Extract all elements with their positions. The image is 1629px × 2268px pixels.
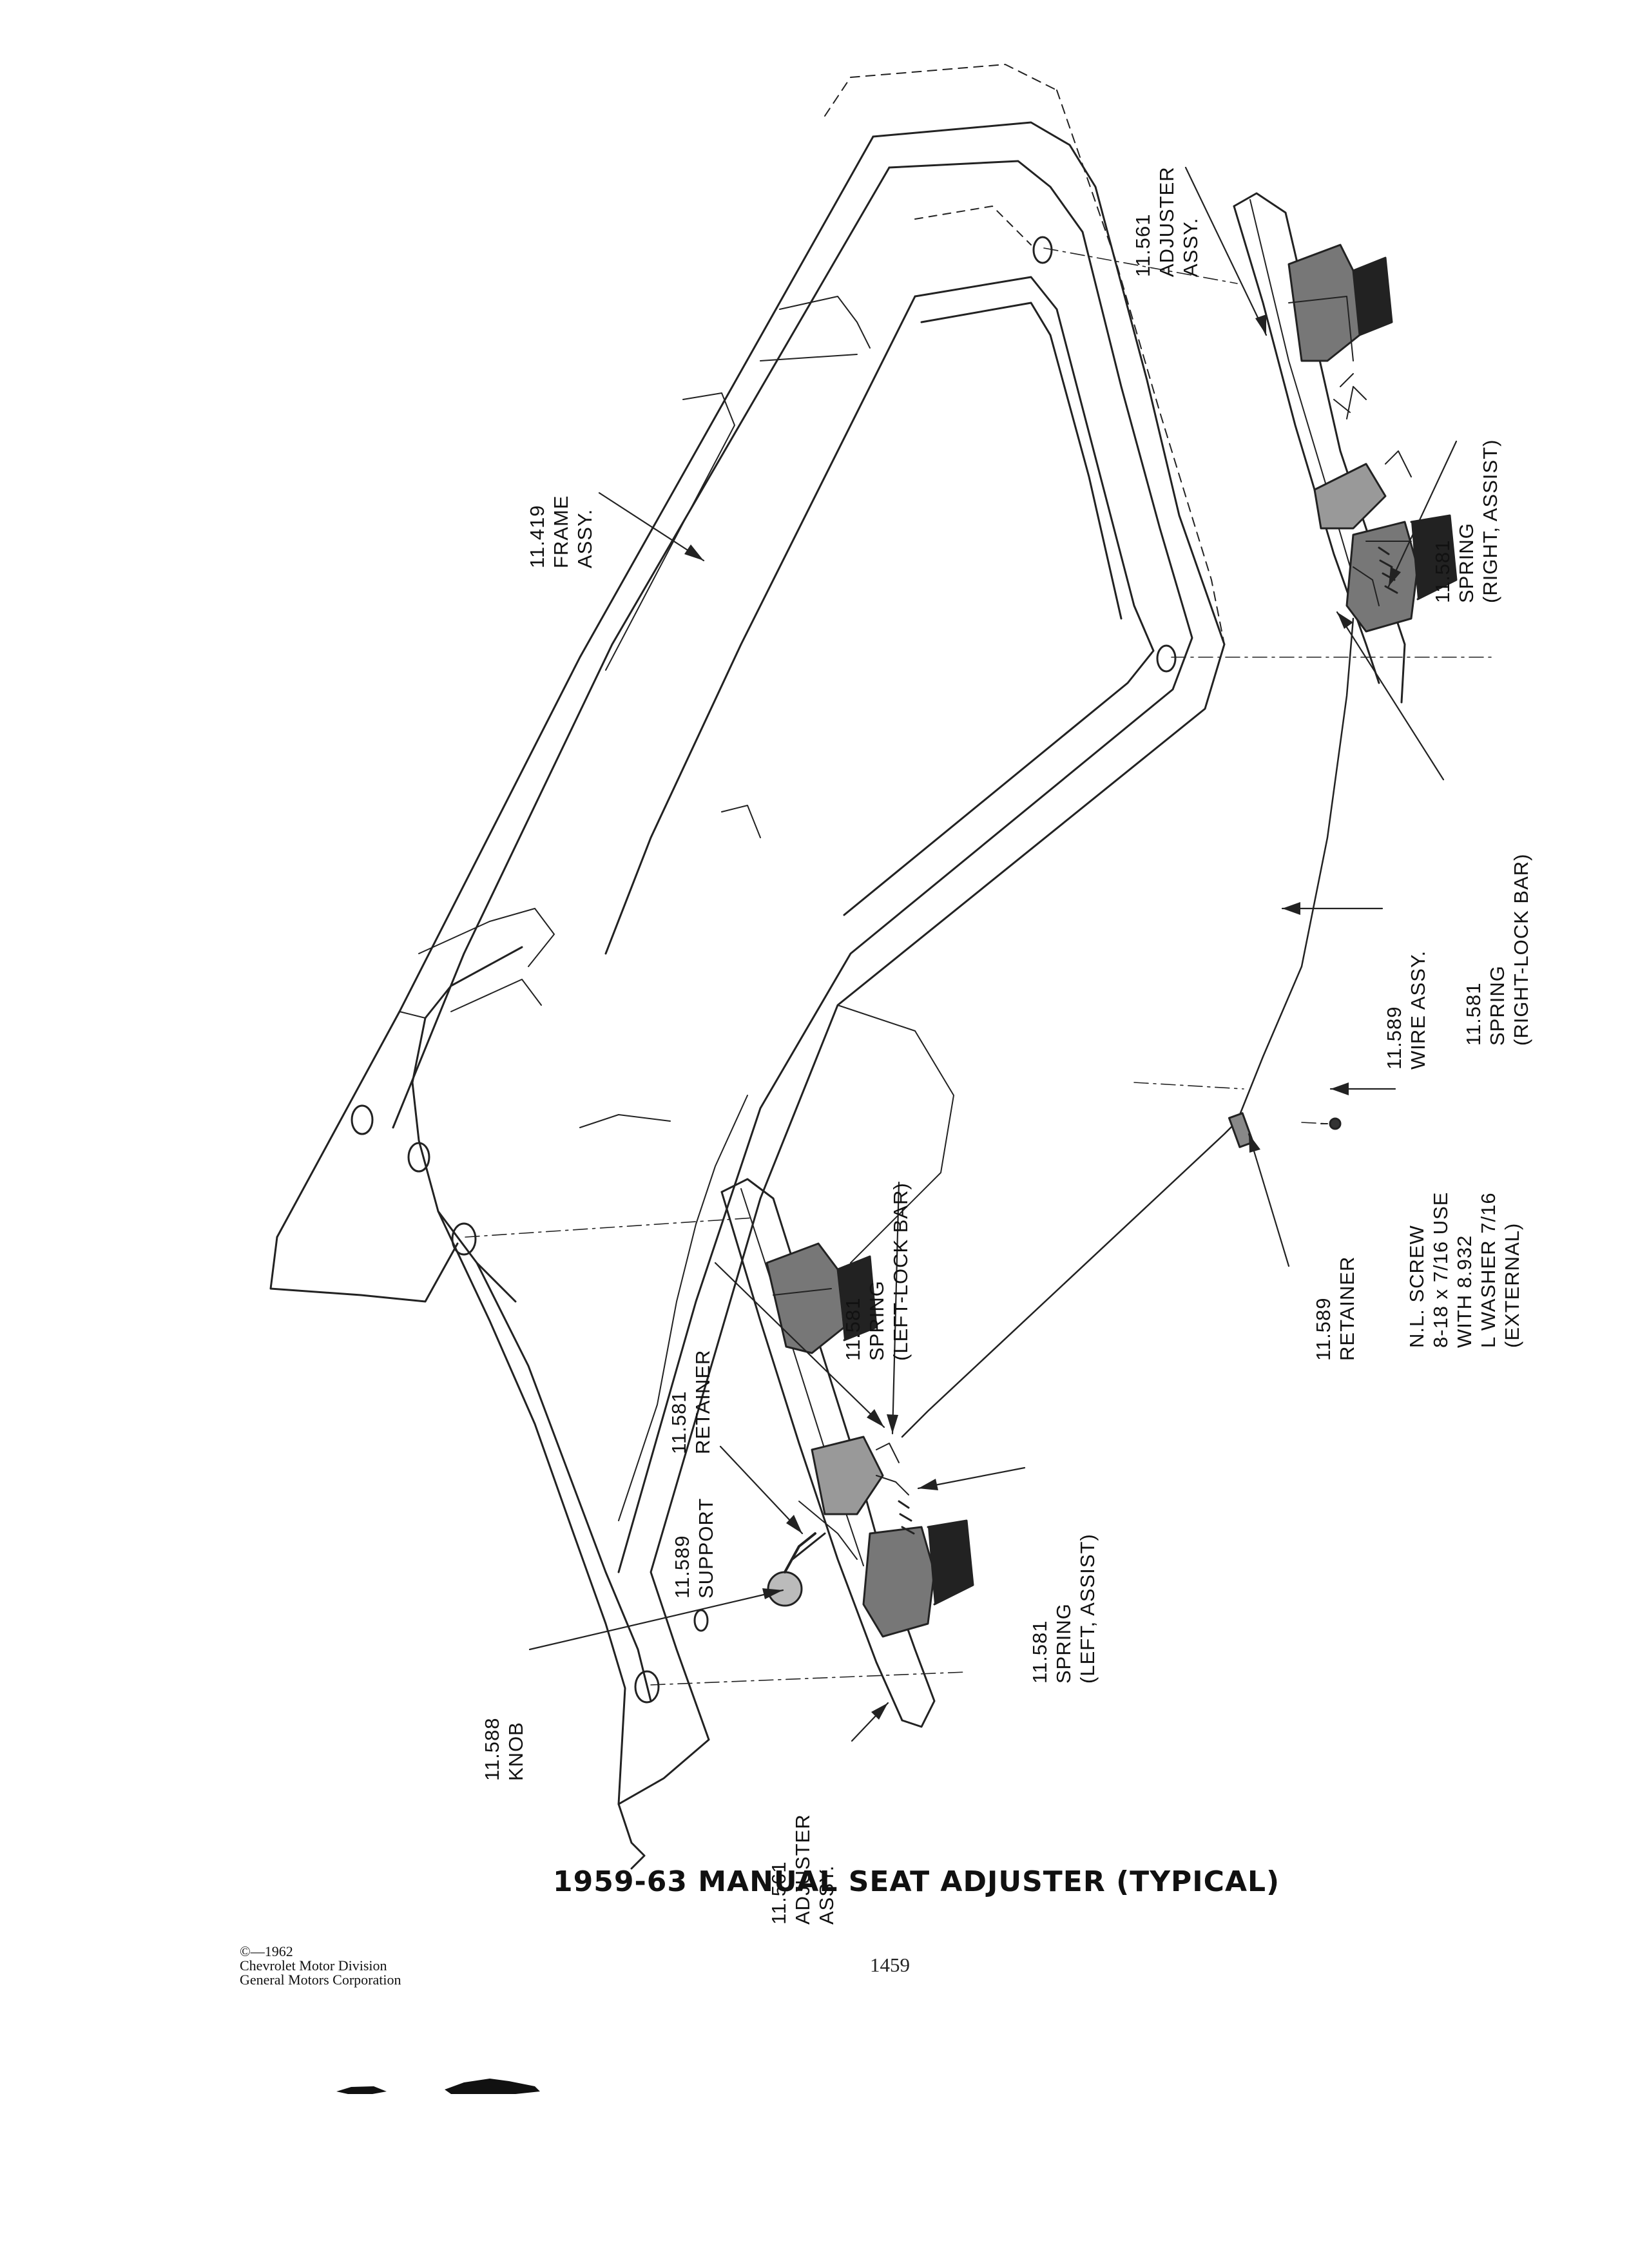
arrowheads: [684, 314, 1401, 1720]
copyright-notice: ©—1962 Chevrolet Motor Division General …: [240, 1945, 401, 1987]
scan-mark: [445, 2079, 540, 2094]
phantom-lines: [465, 247, 1496, 1686]
copyright-line: ©—1962: [240, 1943, 293, 1959]
figure-title: 1959-63 MANUAL SEAT ADJUSTER (TYPICAL): [553, 1865, 1280, 1898]
page-number: 1459: [870, 1954, 910, 1976]
scan-mark: [336, 2086, 387, 2094]
left-adjuster-assembly: [720, 1178, 974, 1728]
copyright-line: General Motors Corporation: [240, 1972, 401, 1988]
seat-frame: [269, 64, 1226, 1870]
right-adjuster-assembly: [1233, 192, 1458, 704]
copyright-line: Chevrolet Motor Division: [240, 1957, 387, 1974]
wire-assembly: [901, 617, 1354, 1438]
